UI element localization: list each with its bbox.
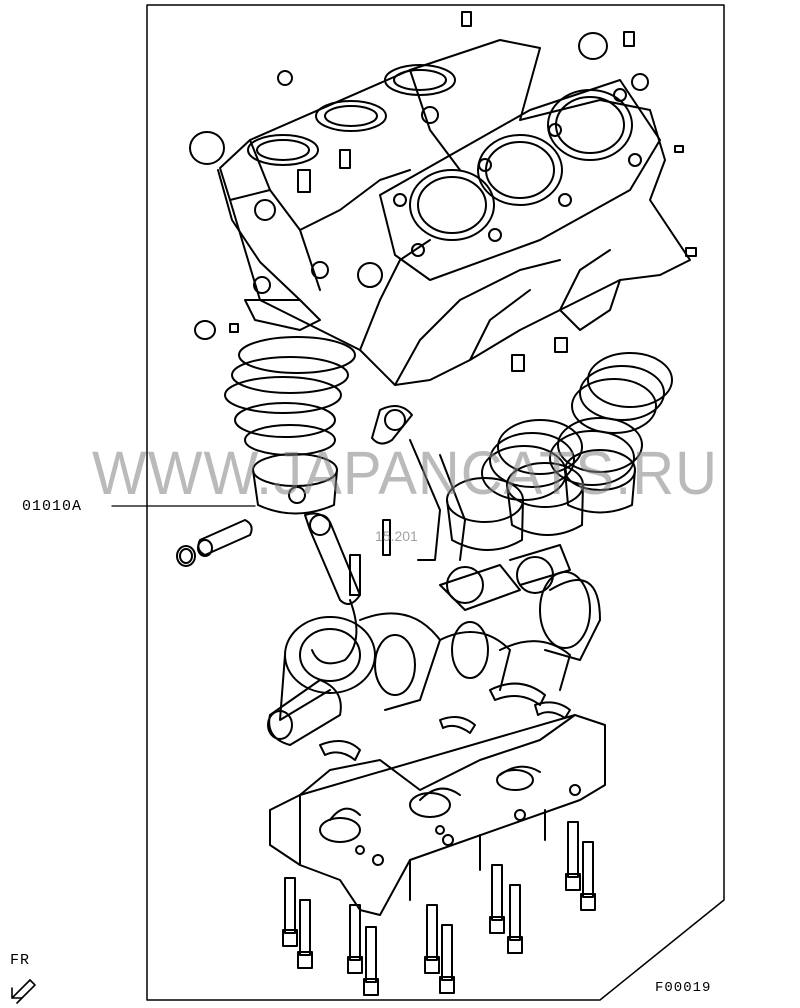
bearing-cap-ladder	[269, 714, 606, 916]
diagram-frame	[146, 4, 725, 1001]
piston-pin	[176, 519, 253, 567]
front-direction-arrow-icon	[11, 979, 36, 1004]
crankshaft	[267, 571, 601, 746]
pistons-right	[446, 449, 636, 551]
piston-left	[252, 453, 338, 515]
block-plugs	[189, 11, 697, 372]
cylinder-block	[217, 39, 691, 386]
connecting-rods	[304, 405, 571, 665]
part-number-label[interactable]: 01010A	[22, 498, 83, 515]
bedplate-bolts	[282, 821, 596, 996]
piston-rings-left	[224, 336, 356, 456]
bearing-shells	[319, 682, 571, 761]
direction-label: FR	[10, 952, 31, 969]
figure-code-label: F00019	[655, 980, 712, 996]
piston-rings-right	[481, 352, 673, 501]
